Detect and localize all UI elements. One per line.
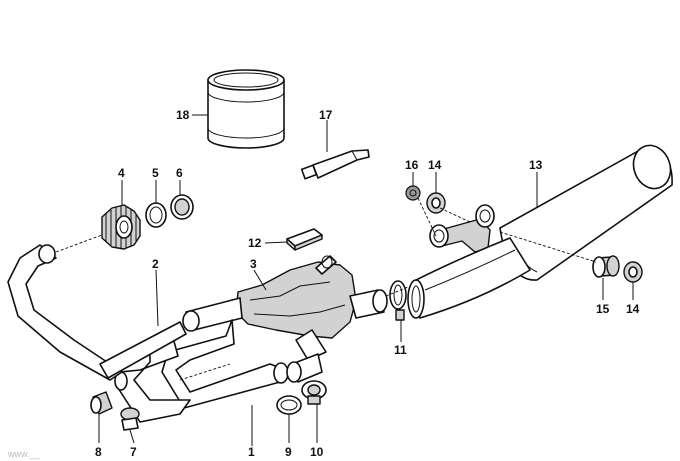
- part-11-clamp: [389, 280, 407, 321]
- label-part-18: 18: [176, 108, 190, 122]
- part-12-gasket-block: [286, 228, 323, 251]
- part-13-rear-silencer: [407, 144, 673, 319]
- part-9-clamp-ring: [276, 395, 302, 415]
- label-part-14-top: 14: [428, 158, 442, 172]
- part-7-sensor: [120, 407, 140, 431]
- part-18-wrap-cylinder: [207, 69, 285, 149]
- part-2-long-pipe: [7, 244, 187, 381]
- label-part-14-right: 14: [626, 302, 640, 316]
- part-15-rubber-bushing: [592, 255, 620, 278]
- label-part-15: 15: [596, 302, 610, 316]
- leader-lines: [98, 114, 634, 446]
- label-part-13: 13: [529, 158, 543, 172]
- label-part-11: 11: [394, 343, 407, 357]
- label-part-5: 5: [152, 166, 159, 180]
- part-1-header-pipes: [114, 319, 323, 423]
- part-3-collector: [182, 255, 388, 361]
- part-17-paste-tube: [300, 149, 370, 180]
- label-part-17: 17: [319, 108, 333, 122]
- part-5-ring: [145, 202, 167, 228]
- part-10-clamp: [301, 380, 327, 405]
- watermark: www.__: [7, 449, 41, 459]
- part-4-ribbed-nut: [101, 204, 141, 250]
- label-part-16: 16: [405, 158, 419, 172]
- part-6-bushing: [170, 194, 194, 220]
- part-8-sleeve-clamp: [90, 391, 113, 415]
- label-part-3: 3: [250, 257, 257, 271]
- label-part-12: 12: [248, 236, 262, 250]
- label-part-7: 7: [130, 445, 137, 459]
- label-part-10: 10: [310, 445, 324, 459]
- label-part-8: 8: [95, 445, 102, 459]
- label-part-6: 6: [176, 166, 183, 180]
- part-16-small-cap: [405, 185, 421, 201]
- label-part-4: 4: [118, 166, 125, 180]
- label-part-2: 2: [152, 257, 159, 271]
- label-part-1: 1: [248, 445, 255, 459]
- assembly-dashed-lines: [55, 197, 597, 381]
- part-number-labels: 18 17 12 4 5 6 16 14 13 2 3 11 15 14 1 8…: [95, 108, 640, 459]
- part-14-grommet-right: [623, 261, 643, 283]
- label-part-9: 9: [285, 445, 292, 459]
- part-14-grommet-top: [426, 192, 446, 214]
